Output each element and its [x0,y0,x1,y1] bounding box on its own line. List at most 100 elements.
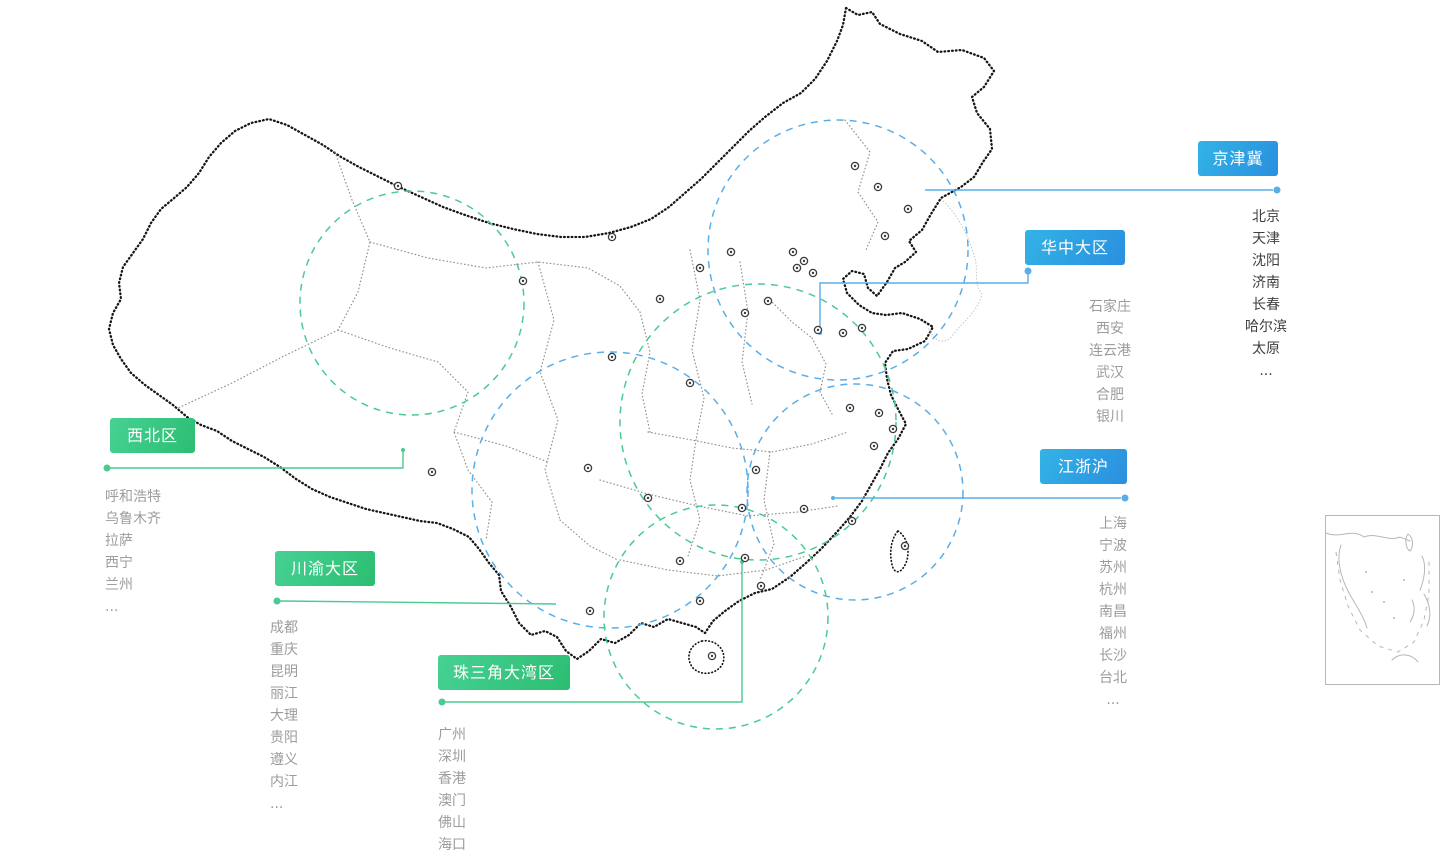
city-item: 台北 [1099,670,1127,686]
city-item: 乌鲁木齐 [105,511,161,527]
city-item: ... [438,859,452,868]
city-marker-dot [610,355,614,359]
city-marker-dot [766,299,770,303]
leader-end-xibei [401,448,405,452]
region-circle-southwest [471,351,749,629]
region-tag-chuanyu[interactable]: 川渝大区 [275,551,375,586]
city-marker-dot [430,470,434,474]
south-china-sea-inset-map [1325,515,1440,685]
leader-lines [103,186,1281,706]
city-marker-dot [729,250,733,254]
city-item: 福州 [1099,626,1127,642]
region-circles [299,119,969,730]
city-marker-dot [610,235,614,239]
city-item: 天津 [1252,231,1280,247]
city-marker-dot [802,259,806,263]
city-marker-dot [877,411,881,415]
city-marker-dot [853,164,857,168]
city-marker-dot [872,444,876,448]
city-list-xibei: 呼和浩特乌鲁木齐拉萨西宁兰州... [105,486,235,618]
city-marker-dot [698,599,702,603]
city-item: 澳门 [438,793,466,809]
leader-xibei [110,451,404,469]
china-mainland-outline [107,6,996,675]
city-marker-dot [906,207,910,211]
region-circle-south [603,504,829,730]
city-item: 南昌 [1099,604,1127,620]
leader-dot-zhusanjiao [438,698,446,706]
city-item: 石家庄 [1089,299,1131,315]
city-item: 杭州 [1099,582,1127,598]
city-marker-dot [588,609,592,613]
city-item: 海口 [438,837,466,853]
region-tag-zhusanjiao[interactable]: 珠三角大湾区 [438,655,570,690]
city-item: 成都 [270,620,298,636]
city-item: 广州 [438,727,466,743]
city-item: 济南 [1252,275,1280,291]
city-marker-dot [791,250,795,254]
korea-coastline [927,198,983,342]
city-marker-dot [688,381,692,385]
city-marker-dot [710,654,714,658]
region-tag-xibei[interactable]: 西北区 [110,418,195,453]
city-item: 上海 [1099,516,1127,532]
city-item: 银川 [1096,409,1124,425]
city-marker-dot [658,297,662,301]
city-markers [393,161,913,661]
leader-dot-huazhong [1024,267,1032,275]
city-marker-dot [816,328,820,332]
city-marker-dot [841,331,845,335]
city-item: 沈阳 [1252,253,1280,269]
city-list-jiangzhehu: 上海宁波苏州杭州南昌福州长沙台北... [1053,513,1173,711]
leader-dot-chuanyu [273,597,281,605]
city-item: 贵阳 [270,730,298,746]
city-marker-dot [891,427,895,431]
taiwan-island-outline [889,529,909,573]
city-item: ... [1259,363,1273,379]
city-item: 昆明 [270,664,298,680]
city-item: 拉萨 [105,533,133,549]
city-item: ... [1106,692,1120,708]
leader-dot-jingjinji [1273,186,1281,194]
city-marker-dot [848,406,852,410]
city-marker-dot [646,496,650,500]
city-marker-dot [876,185,880,189]
city-list-huazhong: 石家庄西安连云港武汉合肥银川 [1050,296,1170,428]
region-circle-east [746,383,964,601]
city-marker-dot [740,506,744,510]
city-item: 佛山 [438,815,466,831]
leader-chuanyu [279,600,557,605]
city-item: 哈尔滨 [1245,319,1287,335]
city-list-chuanyu: 成都重庆昆明丽江大理贵阳遵义内江... [270,617,400,815]
city-marker-dot [795,266,799,270]
province-borders [177,119,879,581]
inset-border [1325,515,1440,685]
region-tag-huazhong[interactable]: 华中大区 [1025,230,1125,265]
city-marker-dot [698,266,702,270]
region-circle-northwest [299,190,525,416]
city-marker-dot [850,519,854,523]
city-list-zhusanjiao: 广州深圳香港澳门佛山海口... [438,724,568,868]
city-item: 香港 [438,771,466,787]
city-item: 长春 [1252,297,1280,313]
city-item: 合肥 [1096,387,1124,403]
region-tag-jiangzhehu[interactable]: 江浙沪 [1040,449,1127,484]
city-marker-dot [396,184,400,188]
hainan-island-outline [688,639,725,675]
region-circle-north [707,119,969,381]
city-item: 连云港 [1089,343,1131,359]
city-marker-dot [860,326,864,330]
city-item: 内江 [270,774,298,790]
city-marker-dot [586,466,590,470]
city-marker-dot [743,311,747,315]
region-tag-jingjinji[interactable]: 京津冀 [1198,141,1278,176]
leader-dot-jiangzhehu [1121,494,1129,502]
leader-end-jiangzhehu [831,496,835,500]
city-marker-dot [743,556,747,560]
leader-dot-xibei [103,464,111,472]
city-marker-dot [883,234,887,238]
city-item: 宁波 [1099,538,1127,554]
city-item: 太原 [1252,341,1280,357]
city-item: 呼和浩特 [105,489,161,505]
